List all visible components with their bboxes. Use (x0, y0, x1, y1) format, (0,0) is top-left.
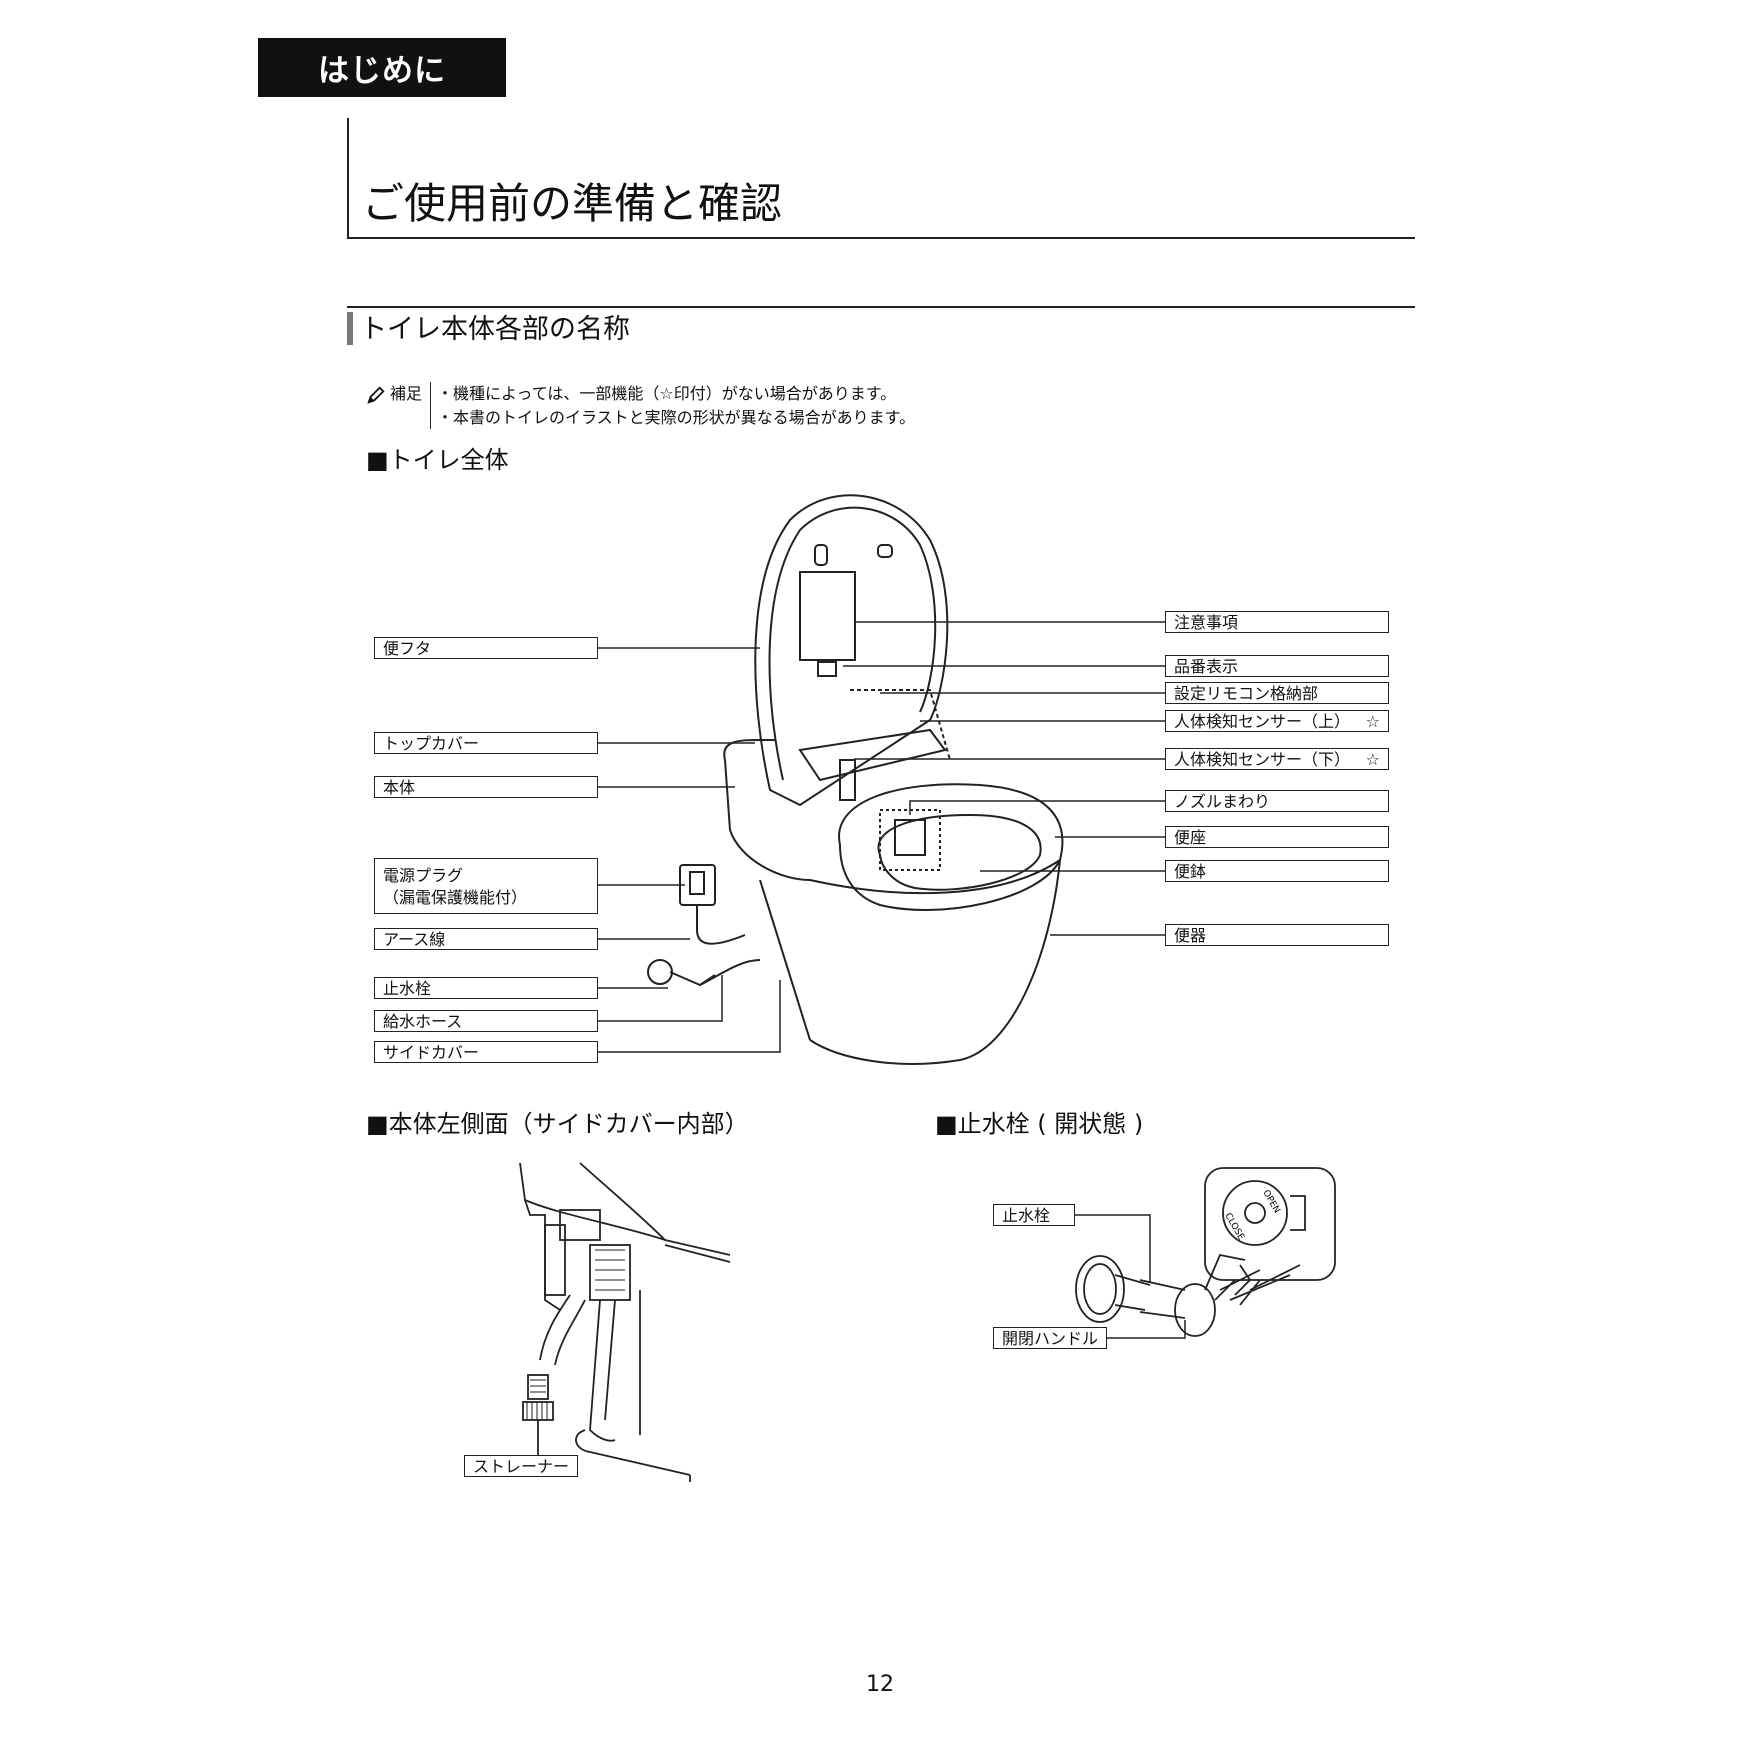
label-remote-storage: 設定リモコン格納部 (1165, 682, 1389, 704)
label-seat: 便座 (1165, 826, 1389, 848)
label-sensor-lower: 人体検知センサー（下） ☆ (1165, 748, 1389, 770)
note-line: ・本書のトイレのイラストと実際の形状が異なる場合があります。 (437, 408, 916, 427)
label-toilet-body: 便器 (1165, 924, 1389, 946)
label-sensor-upper: 人体検知センサー（上） ☆ (1165, 710, 1389, 732)
label-power-plug-line2: （漏電保護機能付） (383, 888, 528, 907)
star-mark: ☆ (1365, 712, 1380, 731)
dial-open-text: OPEN (1260, 1189, 1281, 1216)
label-valve-handle: 開閉ハンドル (993, 1327, 1107, 1349)
section-rule (347, 306, 1415, 308)
page-number: 12 (866, 1672, 894, 1697)
label-nozzle-area: ノズルまわり (1165, 790, 1389, 812)
title-rule-vertical (347, 118, 349, 239)
label-power-plug: 電源プラグ （漏電保護機能付） (374, 858, 598, 914)
label-strainer: ストレーナー (464, 1455, 578, 1477)
label-model-number: 品番表示 (1165, 655, 1389, 677)
label-stop-valve: 止水栓 (374, 977, 598, 999)
note-divider (430, 382, 431, 429)
label-lid: 便フタ (374, 637, 598, 659)
figure-title-toilet: ■トイレ全体 (366, 446, 509, 474)
label-power-plug-line1: 電源プラグ (383, 866, 464, 885)
page-title: ご使用前の準備と確認 (362, 179, 783, 228)
figure-title-side: ■本体左側面（サイドカバー内部） (366, 1110, 749, 1138)
label-caution: 注意事項 (1165, 611, 1389, 633)
note-line: ・機種によっては、一部機能（☆印付）がない場合があります。 (437, 384, 897, 403)
title-rule-horizontal (347, 237, 1415, 239)
label-bowl: 便鉢 (1165, 860, 1389, 882)
figure-title-valve: ■止水栓 ( 開状態 ) (935, 1110, 1144, 1138)
section-title: トイレ本体各部の名称 (360, 314, 630, 345)
label-valve-stop: 止水栓 (993, 1204, 1075, 1226)
label-main-body: 本体 (374, 776, 598, 798)
pencil-icon (367, 386, 385, 404)
section-marker (347, 312, 353, 345)
label-side-cover: サイドカバー (374, 1041, 598, 1063)
note-label: 補足 (390, 384, 423, 403)
label-supply-hose: 給水ホース (374, 1010, 598, 1032)
label-sensor-upper-text: 人体検知センサー（上） (1174, 712, 1351, 731)
label-top-cover: トップカバー (374, 732, 598, 754)
label-ground-wire: アース線 (374, 928, 598, 950)
chapter-tab: はじめに (258, 38, 506, 97)
label-sensor-lower-text: 人体検知センサー（下） (1174, 750, 1351, 769)
star-mark: ☆ (1365, 750, 1380, 769)
